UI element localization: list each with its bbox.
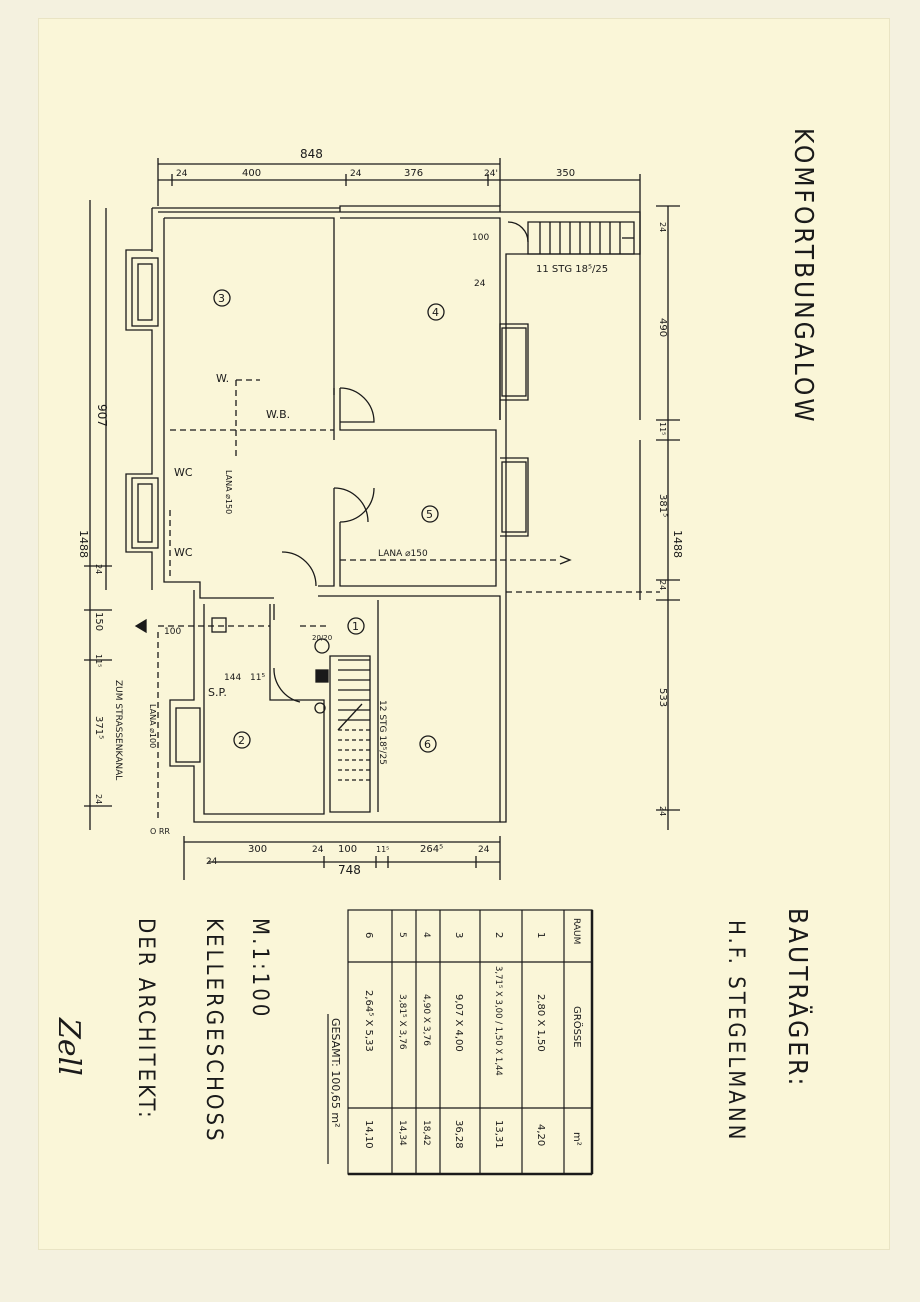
dim-right-2: 11⁵ (658, 422, 667, 435)
table-row-5-groesse: 3,81⁵ X 3,76 (397, 994, 407, 1050)
dim-overall-width: 848 (300, 147, 323, 161)
table-header-raum: RAUM (571, 918, 581, 944)
dim-24-small: 24 (474, 279, 486, 289)
dim-top-3: 376 (404, 168, 423, 179)
dim-bottom-4: 11⁵ (376, 845, 389, 854)
dim-right-1: 490 (657, 318, 668, 337)
dim-top-4: 24' (484, 169, 498, 179)
table-row-3-raum: 3 (453, 932, 464, 938)
dim-top-0: 24 (176, 169, 188, 179)
table-row-2-raum: 2 (493, 932, 504, 938)
wc-label-1: WC (174, 466, 193, 479)
table-row-6-groesse: 2,64⁵ X 5,33 (363, 990, 374, 1052)
dim-right-0: 24 (658, 222, 667, 232)
stair-upper-label: 11 STG 18⁵/25 (536, 264, 608, 275)
table-row-4-groesse: 4,90 X 3,76 (421, 994, 431, 1046)
dim-top-1: 400 (242, 168, 261, 179)
dim-left-0: 24 (94, 564, 103, 574)
dim-bottom-0: 24 (206, 857, 218, 867)
table-row-1-groesse: 2,80 X 1,50 (535, 994, 546, 1052)
wb-label: W.B. (266, 408, 290, 421)
dim-907: 907 (95, 404, 109, 427)
paper (38, 18, 890, 1250)
dim-bottom-2: 24 (312, 845, 324, 855)
lana-upper-label: LANA ⌀150 (378, 549, 428, 559)
table-row-5-raum: 5 (397, 932, 407, 938)
room-5-number: 5 (426, 508, 433, 521)
dim-bottom-1: 300 (248, 844, 267, 855)
dim-left-1: 150 (93, 612, 104, 631)
dim-bottom-6: 24 (478, 845, 490, 855)
table-row-2-m2: 13,31 (493, 1120, 504, 1149)
dim-100-left: 100 (164, 627, 181, 637)
table-total: GESAMT: 100,65 m² (329, 1018, 342, 1128)
dim-top-2: 24 (350, 169, 362, 179)
table-row-1-raum: 1 (535, 932, 546, 938)
lana-vertical-label: LANA ⌀150 (224, 470, 233, 514)
dim-bottom-5: 264⁵ (420, 844, 443, 855)
room-table: RAUM GRÖSSE m² 1 2,80 X 1,50 4,20 2 3,71… (327, 909, 594, 1176)
dim-top-5: 350 (556, 168, 575, 179)
room-6-number: 6 (424, 738, 431, 751)
dim-left-4: 24 (94, 794, 103, 804)
stair-lower-label: 12 STG 18⁵/25 (377, 700, 387, 765)
table-row-6-m2: 14,10 (363, 1120, 374, 1149)
table-header-m2: m² (571, 1132, 582, 1146)
dim-right-6: 24 (658, 806, 667, 816)
dim-bottom-3: 100 (338, 844, 357, 855)
room-1-number: 1 (352, 620, 359, 633)
dim-bottom-total: 748 (338, 863, 361, 877)
sp-label: S.P. (208, 686, 227, 699)
table-row-6-raum: 6 (363, 932, 374, 938)
table-row-5-m2: 14,34 (397, 1120, 407, 1146)
table-row-4-m2: 18,42 (421, 1120, 431, 1146)
table-header-groesse: GRÖSSE (571, 1006, 584, 1048)
dim-right-4: 24 (658, 580, 667, 590)
rr-label: O RR (150, 827, 170, 836)
table-row-3-groesse: 9,07 X 4,00 (453, 994, 464, 1052)
lana-left-label: LANA ⌀100 (148, 704, 157, 748)
strassenkanal-label: ZUM STRASSENKANAL (113, 680, 123, 780)
room-3-number: 3 (218, 292, 225, 305)
dim-11: 11⁵ (250, 673, 265, 683)
dim-overall-height-right: 1488 (671, 530, 684, 558)
dim-left-3: 371⁵ (93, 716, 104, 739)
table-row-1-m2: 4,20 (535, 1124, 546, 1146)
dim-left-2: 11⁵ (94, 654, 103, 667)
dim-20-20: 20/20 (312, 634, 332, 642)
room-4-number: 4 (432, 306, 439, 319)
w-label: W. (216, 372, 229, 385)
dim-right-5: 533 (657, 688, 668, 707)
dim-right-3: 381⁵ (657, 494, 668, 517)
table-row-4-raum: 4 (421, 932, 431, 938)
wc-label-2: WC (174, 546, 193, 559)
table-row-2-groesse: 3,71⁵ X 3,00 / 1,50 X 1,44 (493, 966, 503, 1076)
dim-144: 144 (224, 673, 241, 683)
table-row-3-m2: 36,28 (453, 1120, 464, 1149)
dim-overall-height-left: 1488 (77, 530, 90, 558)
dim-100-top: 100 (472, 233, 489, 243)
room-2-number: 2 (238, 734, 245, 747)
